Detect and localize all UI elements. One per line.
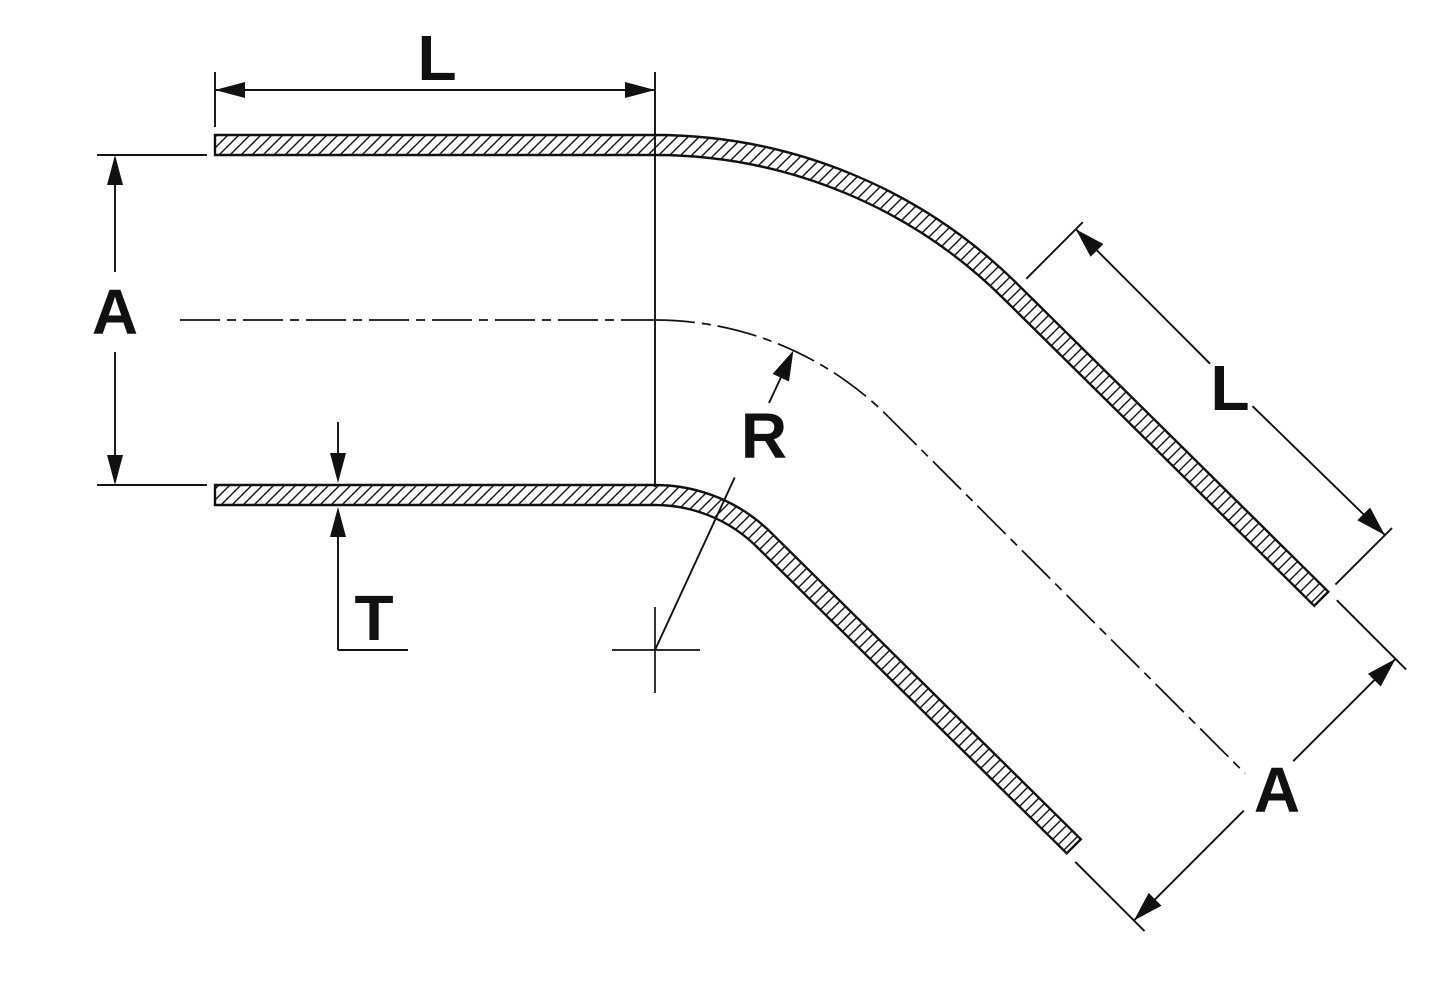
arrowhead-lower [1133,892,1162,921]
dim-label-length-top: L [417,22,456,94]
arrowhead-up-to-wall [330,507,346,537]
dim-label-diameter-diagonal: A [1254,754,1300,826]
dimension-bend-radius: R [654,350,794,651]
dim-label-thickness: T [354,582,393,654]
arrowhead-down-to-wall [330,453,346,483]
arrowhead-down [107,455,123,485]
arrowhead-to-arc [772,350,794,382]
radius-leader-to-arc [768,377,782,404]
centerlines [180,319,1246,775]
dimension-diameter-left: A [92,154,207,486]
arrowhead-upper [1075,229,1104,257]
radius-leader-from-center [654,477,736,651]
dim-label-radius: R [741,400,787,472]
centerline-bend-arc [654,319,889,418]
dimension-line-lower-segment [1251,405,1386,536]
arrowhead-right [625,82,655,98]
tube-wall-upper [213,133,1331,608]
dimension-diameter-diagonal: A [1074,599,1407,932]
dimension-length-diagonal: L [1025,221,1393,586]
dim-label-diameter-left: A [92,276,138,348]
centerline-diagonal [887,416,1246,775]
tube-wall-lower [213,483,1083,855]
extension-line-upper [1025,221,1084,280]
arrowhead-up [107,155,123,185]
dimension-wall-thickness: T [330,422,408,654]
extension-line-lower [1074,861,1146,932]
arrowhead-left [215,82,245,98]
dim-label-length-diagonal: L [1210,352,1249,424]
extension-line-upper [1336,599,1407,671]
tube-body [213,133,1331,855]
extension-line-lower [1334,527,1393,586]
dimension-line-upper-segment [1075,228,1211,365]
arrowhead-lower [1357,507,1385,536]
dimension-length-top: L [214,22,656,487]
arrowhead-upper [1367,658,1396,687]
